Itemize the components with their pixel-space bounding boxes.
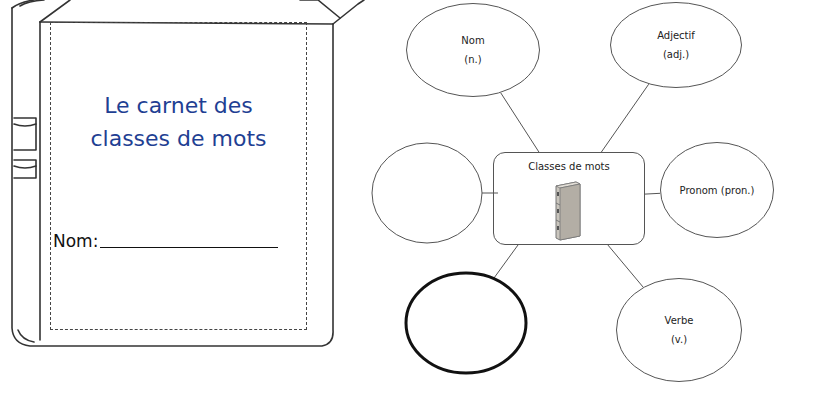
name-label: Nom:	[53, 231, 98, 251]
connector	[601, 84, 648, 152]
cover-title: Le carnet des classes de mots	[61, 89, 296, 155]
connector	[608, 245, 643, 287]
empty-circle	[372, 143, 482, 243]
empty-bubbles	[372, 143, 526, 373]
connector	[501, 93, 539, 152]
center-title: Classes de mots	[494, 153, 644, 172]
empty-link	[494, 245, 518, 278]
class-name: Adjectif	[657, 29, 695, 42]
center-box: Classes de mots	[493, 152, 645, 245]
book-drawing	[12, 0, 364, 346]
word-class-bubble: Verbe (v.)	[616, 278, 742, 382]
empty-link	[482, 193, 498, 194]
name-line	[100, 246, 278, 248]
cover-label: Le carnet des classes de motsNom:	[50, 22, 307, 330]
filing-cabinet-icon	[556, 182, 580, 240]
connector	[645, 193, 660, 195]
bubble-outline	[616, 278, 742, 382]
class-abbrev: (n.)	[464, 53, 481, 66]
word-class-bubble: Pronom (pron.)	[660, 142, 774, 238]
class-name: Pronom (pron.)	[680, 184, 755, 197]
class-abbrev: (adj.)	[663, 48, 689, 61]
bubble-outline	[610, 2, 742, 88]
class-name: Verbe	[665, 314, 694, 327]
class-name: Nom	[461, 34, 484, 47]
word-class-bubble: Adjectif (adj.)	[610, 2, 742, 88]
class-abbrev: (v.)	[671, 333, 687, 346]
bubble-outline	[406, 3, 540, 97]
empty-circle-bold	[406, 273, 526, 373]
name-field: Nom:	[53, 231, 278, 251]
word-class-bubble: Nom (n.)	[406, 3, 540, 97]
